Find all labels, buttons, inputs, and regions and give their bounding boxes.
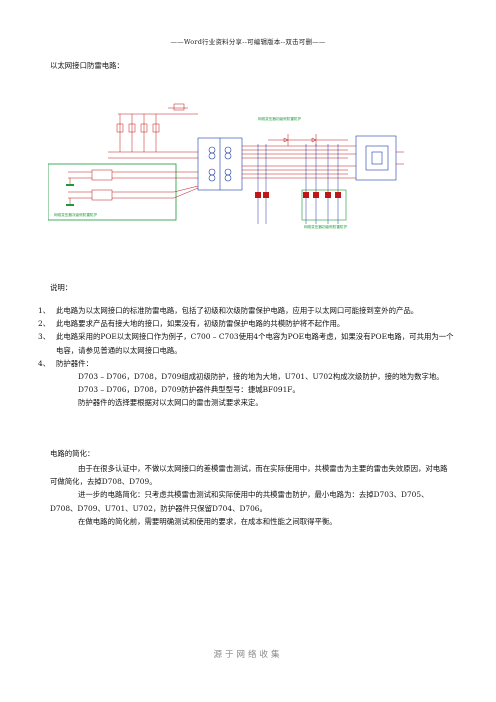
note-item: 4、 防护器件：: [38, 357, 458, 370]
note-number: 4、: [38, 358, 51, 368]
note-number: 2、: [38, 319, 51, 329]
protect-line: D703 – D706，D708，D709防护器件典型型号：捷城BF091F。: [78, 385, 300, 395]
notes-list: 1、 此电路为以太网接口的标准防雷电路，包括了初级和次级防雷保护电路，应用于以太…: [38, 304, 458, 410]
notes-title: 说明：: [50, 283, 73, 292]
page-header: ——Word行业资料分享--可编辑版本--双击可删——: [170, 38, 326, 46]
note-number: 3、: [38, 332, 51, 342]
simplify-paragraph: 进一步的电路简化：只考虑共模雷击测试和实际使用中的共模雷击防护，最小电路为：去掉…: [50, 490, 429, 513]
note-text: 此电路要求产品有接大地的接口，如果没有，初级防雷保护电路的共模防护将不起作用。: [56, 319, 345, 329]
simplify-title: 电路的简化：: [50, 449, 95, 458]
note-item: 2、 此电路要求产品有接大地的接口，如果没有，初级防雷保护电路的共模防护将不起作…: [38, 317, 458, 330]
note-text: 此电路采用的POE以太网接口作为例子，C700 – C703使用4个电容为POE…: [56, 332, 454, 355]
ethernet-lightning-schematic: 网络变压器次级侧防雷防护 网络变压器初级侧防雷防护: [48, 103, 404, 229]
section-heading: 以太网接口防雷电路：: [50, 61, 124, 70]
note-number: 1、: [38, 306, 51, 315]
note-text: 防护器件：: [56, 358, 93, 368]
protect-line: 防护器件的选择要根据对以太网口的雷击测试要求来定。: [78, 398, 263, 408]
protect-line: D703 – D706，D708，D709组成初级防护，接的地为大地，U701、…: [78, 372, 444, 382]
primary-protection-label-top: 网络变压器初级侧防雷防护: [258, 116, 302, 121]
note-item: 3、 此电路采用的POE以太网接口作为例子，C700 – C703使用4个电容为…: [38, 330, 458, 356]
primary-protection-label-bottom: 网络变压器初级侧防雷防护: [304, 224, 348, 229]
note-item: 1、 此电路为以太网接口的标准防雷电路，包括了初级和次级防雷保护电路，应用于以太…: [38, 304, 458, 317]
simplify-section: 由于在很多认证中，不做以太网接口的差模雷击测试，而在实际使用中，共模雷击为主要的…: [50, 462, 452, 528]
secondary-protection-label: 网络变压器次级侧防雷防护: [54, 212, 98, 217]
page-footer: 源于网络收集: [213, 650, 283, 660]
simplify-paragraph: 在做电路的简化前，需要明确测试和使用的要求，在成本和性能之间取得平衡。: [78, 516, 337, 526]
note-text: 此电路为以太网接口的标准防雷电路，包括了初级和次级防雷保护电路，应用于以太网口可…: [56, 306, 419, 315]
simplify-paragraph: 由于在很多认证中，不做以太网接口的差模雷击测试，而在实际使用中，共模雷击为主要的…: [50, 464, 448, 487]
